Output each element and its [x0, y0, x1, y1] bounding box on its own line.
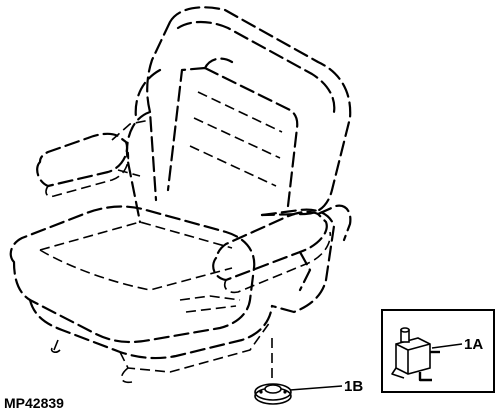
seat-base-detail: [179, 295, 241, 313]
seat-right-armrest-edge: [223, 231, 331, 294]
switch-1b-hole-left: [259, 390, 263, 394]
callout-1b-leader: [289, 385, 343, 391]
seat-switch-1a-inset: 1A: [381, 309, 495, 393]
seat-left-armrest-edge: [45, 151, 130, 198]
switch-1b-plunger: [264, 384, 282, 394]
seat-backrest-lumbar: [189, 91, 283, 187]
seat-cushion-front-lip: [28, 298, 274, 360]
seat-left-armrest-bracket: [111, 119, 151, 177]
seat-backrest-left-bolster: [125, 68, 162, 224]
seat-cushion-outline: [9, 205, 256, 344]
seat-backrest-top-band: [176, 20, 336, 114]
callout-1a-label: 1A: [464, 336, 483, 353]
callout-1b-label: 1B: [344, 378, 363, 395]
seat-illustration: [9, 6, 352, 384]
switch-1a-body: [395, 337, 431, 375]
seat-cushion-top-seam: [39, 221, 233, 291]
seat-right-side-bolster: [260, 208, 336, 314]
figure-id-label: MP42839: [4, 395, 64, 411]
switch-1a-bracket: [391, 367, 405, 379]
seat-backrest-cushion: [166, 57, 299, 208]
seat-left-armrest: [36, 132, 129, 188]
seat-switch-1b: 1B: [254, 378, 363, 405]
seat-base: [119, 321, 271, 384]
switch-1b-hole-right: [283, 390, 287, 394]
callout-1a-leader: [431, 343, 463, 349]
switch-1a-plunger-cap: [400, 327, 410, 333]
switch-1a-body-edge: [395, 343, 431, 374]
seat-right-armrest: [212, 210, 328, 282]
seat-right-armrest-bracket: [298, 204, 352, 292]
switch-1a-terminal-lower: [418, 372, 432, 382]
seat-lever: [50, 339, 61, 353]
